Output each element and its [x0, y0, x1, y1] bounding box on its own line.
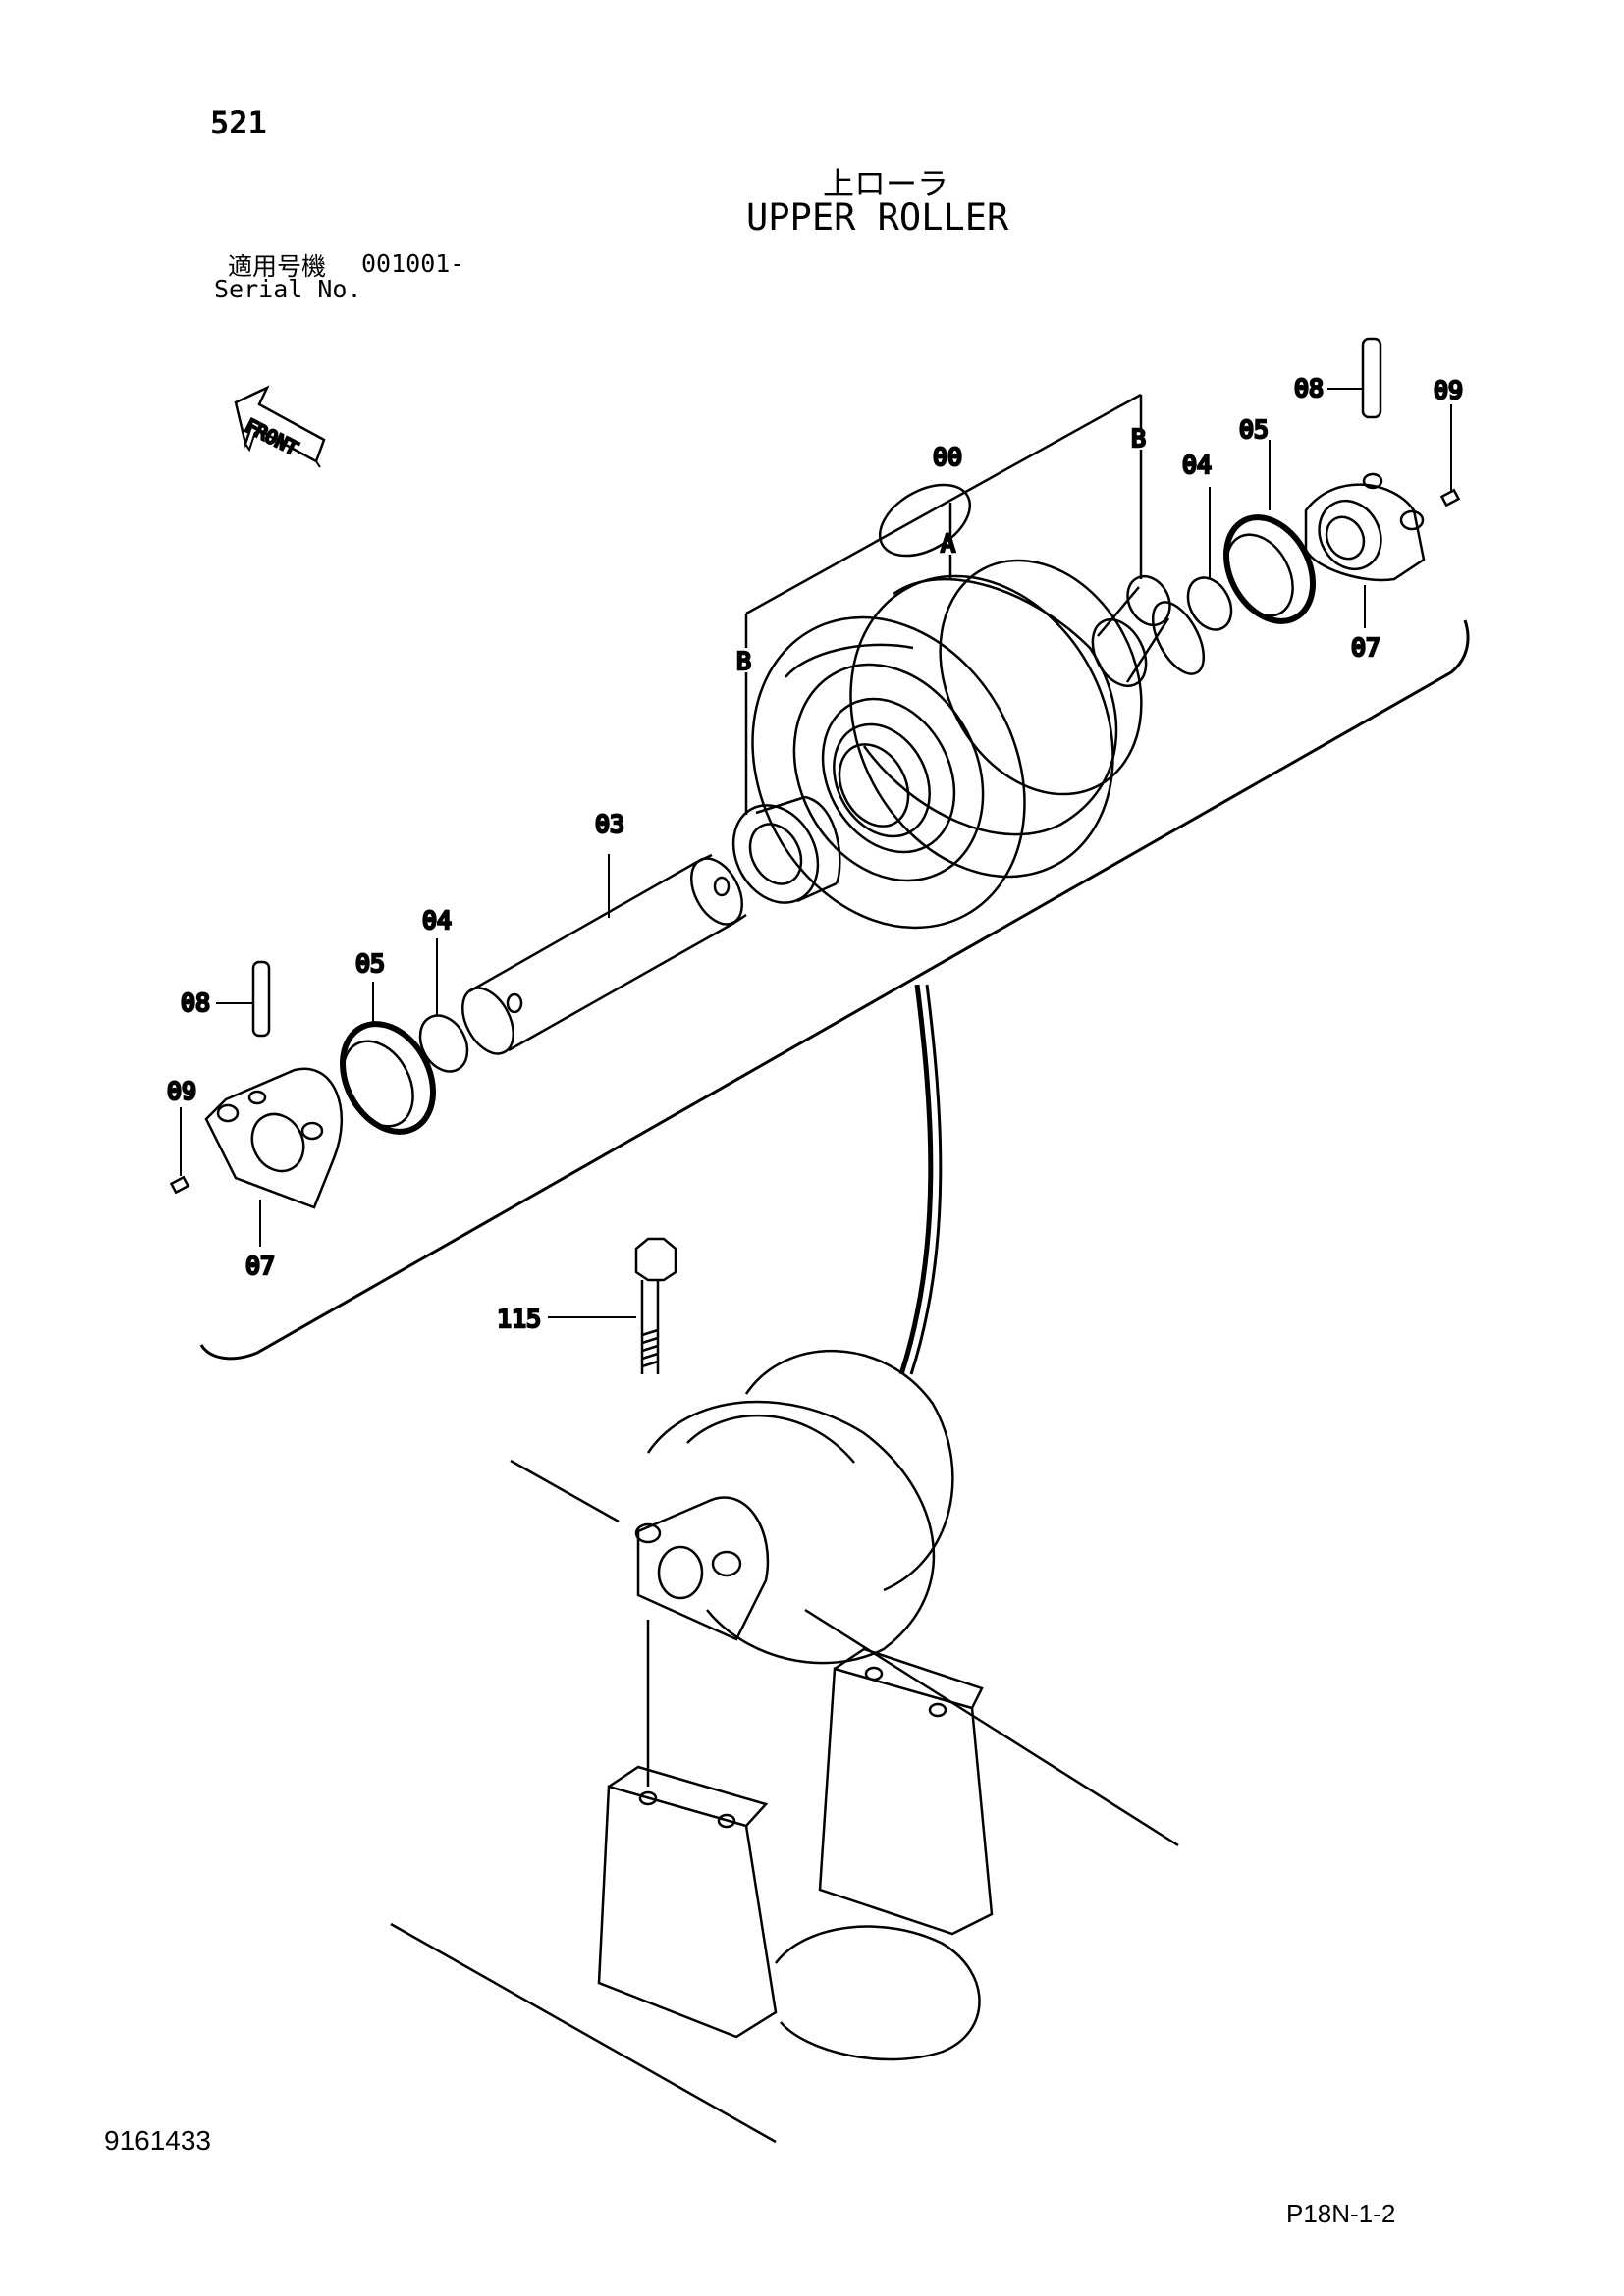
bracket-left [204, 1067, 343, 1209]
roller-wheel [751, 483, 1143, 930]
exploded-view-panel [199, 619, 1470, 1361]
document-number: 9161433 [104, 2125, 212, 2156]
callout-pin-right-08: 08 [1294, 374, 1324, 402]
reference-lines [744, 393, 1143, 815]
pin-left [251, 960, 271, 1038]
callout-assembly-00: 00 [933, 443, 962, 471]
title-english: UPPER ROLLER [746, 196, 1009, 239]
plug-left [169, 1175, 190, 1195]
installed-view [390, 1349, 1179, 2144]
callout-seal-right-05: 05 [1239, 415, 1269, 444]
title-japanese: 上ローラ [823, 165, 949, 202]
page-code: P18N-1-2 [1286, 2199, 1396, 2228]
callout-bracket-left-07: 07 [245, 1252, 275, 1280]
page-number: 521 [210, 104, 267, 141]
seal-right [1222, 514, 1317, 624]
shaft [461, 853, 747, 1055]
pin-right [1361, 337, 1382, 419]
serial-label-japanese: 適用号機 [228, 252, 327, 281]
bolt [634, 1237, 677, 1374]
callout-bracket-right-07: 07 [1351, 633, 1380, 662]
bracket-right [1304, 472, 1426, 582]
callout-ref-b-left: B [736, 647, 751, 675]
callout-ref-a: A [941, 529, 955, 558]
oring-left [418, 1014, 469, 1073]
callout-plug-right-09: 09 [1434, 376, 1463, 404]
callout-oring-right-04: 04 [1182, 451, 1212, 479]
serial-range: 001001- [361, 249, 465, 278]
callout-oring-left-04: 04 [422, 906, 452, 934]
collar [731, 795, 841, 904]
bushing [1091, 574, 1206, 687]
connector-curve [898, 984, 934, 1375]
oring-right [1186, 576, 1233, 631]
front-arrow-icon: FRONT [234, 385, 326, 468]
plug-right [1439, 488, 1461, 507]
callout-plug-left-09: 09 [167, 1077, 196, 1105]
callout-bolt-115: 115 [497, 1305, 541, 1333]
callout-pin-left-08: 08 [181, 988, 210, 1017]
callout-shaft-03: 03 [595, 810, 624, 838]
leader-lines [180, 388, 1452, 1318]
seal-left [339, 1021, 437, 1135]
callout-seal-left-05: 05 [355, 949, 385, 978]
callout-ref-b-top: B [1131, 424, 1146, 453]
serial-label-english: Serial No. [214, 275, 362, 303]
